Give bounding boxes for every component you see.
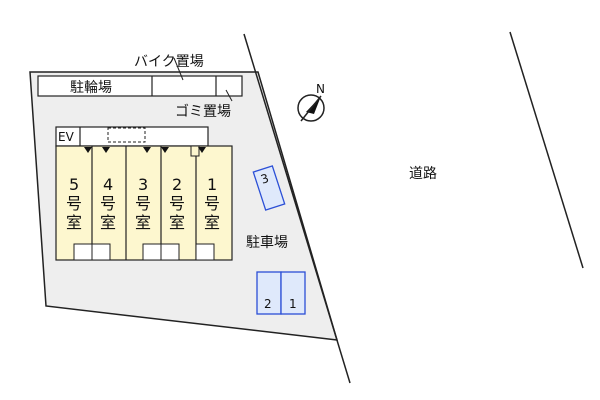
north-compass: N bbox=[297, 82, 325, 122]
svg-text:4: 4 bbox=[103, 175, 113, 194]
svg-text:2: 2 bbox=[264, 297, 272, 311]
north-label: N bbox=[316, 82, 325, 96]
elevator-label: EV bbox=[58, 130, 75, 144]
svg-text:3: 3 bbox=[259, 171, 271, 187]
svg-text:2: 2 bbox=[172, 175, 182, 194]
parking-space-2: 2 bbox=[256, 271, 282, 315]
bicycle-parking-label: 駐輪場 bbox=[70, 79, 112, 96]
svg-text:号: 号 bbox=[66, 194, 82, 213]
road-edge-left bbox=[243, 33, 351, 384]
garbage-area-leader bbox=[225, 89, 233, 102]
building-corridor bbox=[55, 126, 209, 147]
entrance-arrow-icon bbox=[102, 147, 110, 153]
bicycle-bike-garbage-strip bbox=[37, 75, 243, 97]
svg-text:号: 号 bbox=[169, 194, 185, 213]
entrance-arrow-icon bbox=[143, 147, 151, 153]
parking-lot-label: 駐車場 bbox=[246, 234, 288, 251]
building-rooms bbox=[55, 145, 233, 261]
parking-space-3: 3 bbox=[252, 165, 286, 211]
compass-needle-line bbox=[300, 95, 322, 122]
entrance-arrow-icon bbox=[198, 147, 206, 153]
svg-text:号: 号 bbox=[204, 194, 220, 213]
entrance-arrow-icon bbox=[84, 147, 92, 153]
svg-text:号: 号 bbox=[135, 194, 151, 213]
svg-text:5: 5 bbox=[69, 175, 79, 194]
room-4: 4 号 室 bbox=[100, 175, 116, 232]
dashed-area bbox=[107, 127, 146, 143]
svg-text:室: 室 bbox=[66, 213, 82, 232]
svg-text:号: 号 bbox=[100, 194, 116, 213]
svg-text:室: 室 bbox=[100, 213, 116, 232]
entrance-arrow-icon bbox=[161, 147, 169, 153]
svg-text:室: 室 bbox=[135, 213, 151, 232]
room-1: 1 号 室 bbox=[204, 175, 220, 232]
parking-space-1: 1 bbox=[280, 271, 306, 315]
svg-text:1: 1 bbox=[207, 175, 217, 194]
room-2: 2 号 室 bbox=[169, 175, 185, 232]
garbage-area-label: ゴミ置場 bbox=[175, 103, 231, 120]
room-3: 3 号 室 bbox=[135, 175, 151, 232]
room-5: 5 号 室 bbox=[66, 175, 82, 232]
bike-parking-leader bbox=[173, 57, 184, 81]
svg-text:室: 室 bbox=[169, 213, 185, 232]
bike-parking-label: バイク置場 bbox=[134, 54, 204, 70]
road-edge-right bbox=[509, 31, 584, 269]
road-label: 道路 bbox=[409, 166, 437, 182]
svg-text:室: 室 bbox=[204, 213, 220, 232]
room-block bbox=[55, 145, 233, 261]
svg-text:3: 3 bbox=[138, 175, 148, 194]
svg-text:1: 1 bbox=[289, 297, 297, 311]
